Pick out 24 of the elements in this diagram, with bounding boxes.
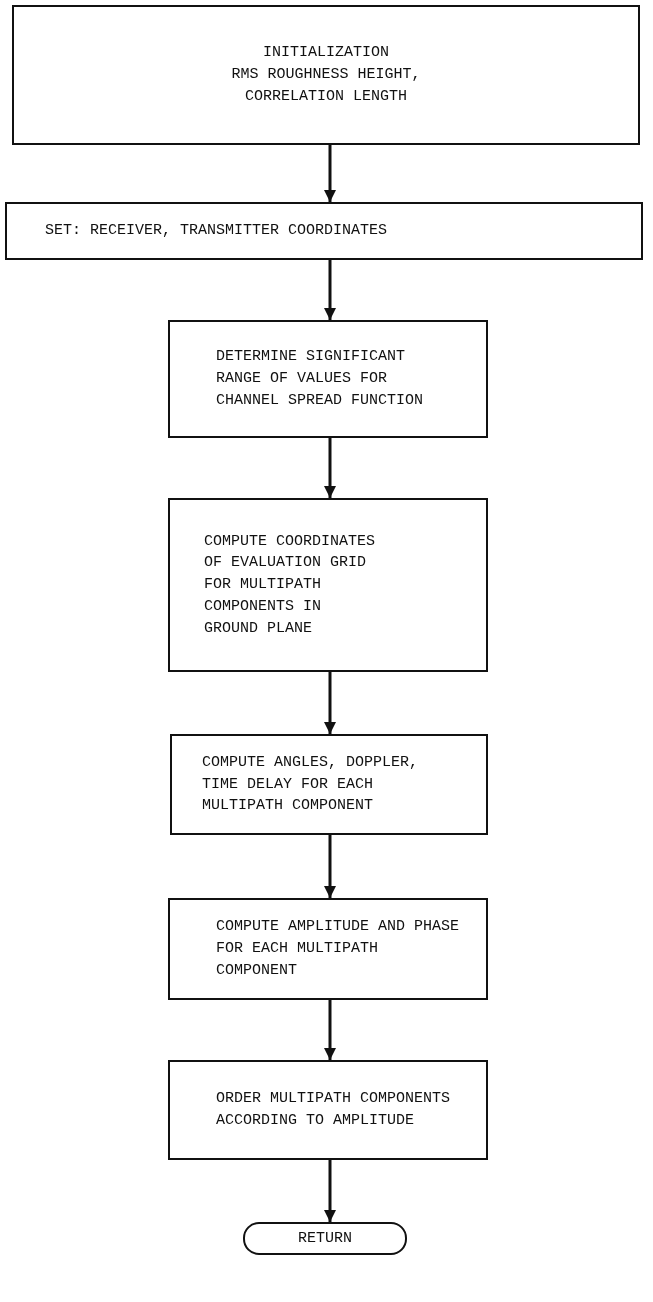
process-box <box>170 734 488 835</box>
step-text: SET: RECEIVER, TRANSMITTER COORDINATES <box>45 221 389 242</box>
step-text: ORDER MULTIPATH COMPONENTS ACCORDING TO AMPLITUDE <box>216 1089 451 1131</box>
process-box <box>5 202 643 260</box>
heading-text: INITIALIZATION <box>263 43 389 64</box>
step-text: RETURN <box>297 1228 353 1249</box>
arrow <box>324 1000 336 1060</box>
arrow <box>324 145 336 202</box>
arrow <box>324 438 336 498</box>
step-text: DETERMINE SIGNIFICANT RANGE OF VALUES FOR CHANNEL SPREAD FUNCTION <box>216 347 424 411</box>
process-box <box>168 320 488 438</box>
arrow <box>324 672 336 734</box>
arrow <box>324 1160 336 1222</box>
step-text: COMPUTE ANGLES, DOPPLER, TIME DELAY FOR EACH MULTIPATH COMPONENT <box>202 752 419 817</box>
process-box <box>12 5 640 145</box>
arrow <box>324 260 336 320</box>
step-text: COMPUTE AMPLITUDE AND PHASE FOR EACH MULTIPATH COMPONENT <box>216 917 460 981</box>
arrow <box>324 835 336 898</box>
step-text: RMS ROUGHNESS HEIGHT, CORRELATION LENGTH <box>231 65 421 107</box>
process-box <box>168 1060 488 1160</box>
process-box <box>168 898 488 1000</box>
terminal-shape <box>243 1222 407 1255</box>
step-text: COMPUTE COORDINATES OF EVALUATION GRID FOR MULTIPATH COMPONENTS IN GROUND PLANE <box>204 531 375 639</box>
process-box <box>168 498 488 672</box>
